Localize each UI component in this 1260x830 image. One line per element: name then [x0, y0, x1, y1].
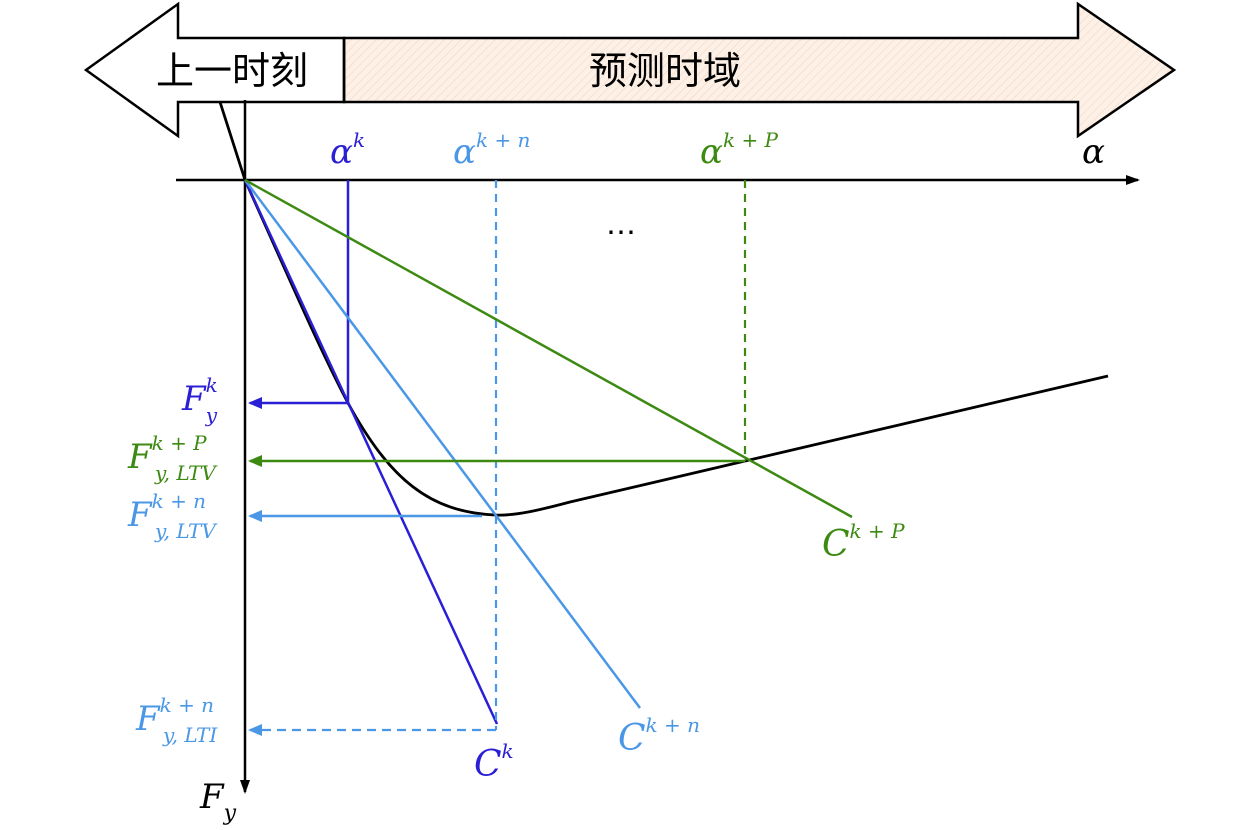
- line-c-kP-group: [244, 178, 853, 519]
- fy-kn-ltv-subscript: y, LTV: [154, 519, 218, 543]
- line-c-k-group: [243, 179, 499, 725]
- c-kn-label: Ck + n: [618, 713, 700, 759]
- c-kP-label: Ck + P: [822, 519, 905, 565]
- prediction-horizon-arrow: [342, 1, 1177, 139]
- x-axis-label: α: [1082, 132, 1105, 172]
- c-k-label: Ck: [474, 739, 514, 785]
- alpha-kn-label: αk + n: [453, 128, 530, 172]
- fy-kn-lti-label: Fk + n: [135, 693, 214, 739]
- time-horizon-banner: 上一时刻 预测时域: [83, 1, 1177, 139]
- line-c-kP: [244, 178, 853, 519]
- fy-kP-ltv-subscript: y, LTV: [154, 461, 218, 485]
- fy-kP-ltv-label: Fk + P: [127, 431, 207, 477]
- previous-moment-arrow: [83, 1, 346, 139]
- alpha-k-label: αk: [330, 128, 365, 172]
- previous-moment-label: 上一时刻: [156, 49, 308, 93]
- prediction-horizon-label: 预测时域: [589, 49, 741, 93]
- line-c-kn: [243, 179, 642, 709]
- axes: α Fy: [176, 100, 1140, 826]
- ellipsis: ⋯: [606, 215, 636, 250]
- fy-kn-lti-subscript: y, LTI: [162, 723, 218, 747]
- alpha-kP-label: αk + P: [700, 128, 779, 172]
- line-c-k: [243, 179, 499, 725]
- y-axis-label: Fy: [199, 777, 237, 826]
- fy-kn-ltv-label: Fk + n: [127, 489, 206, 535]
- line-c-kn-group: [243, 179, 642, 736]
- tire-force-curve: [218, 101, 1109, 517]
